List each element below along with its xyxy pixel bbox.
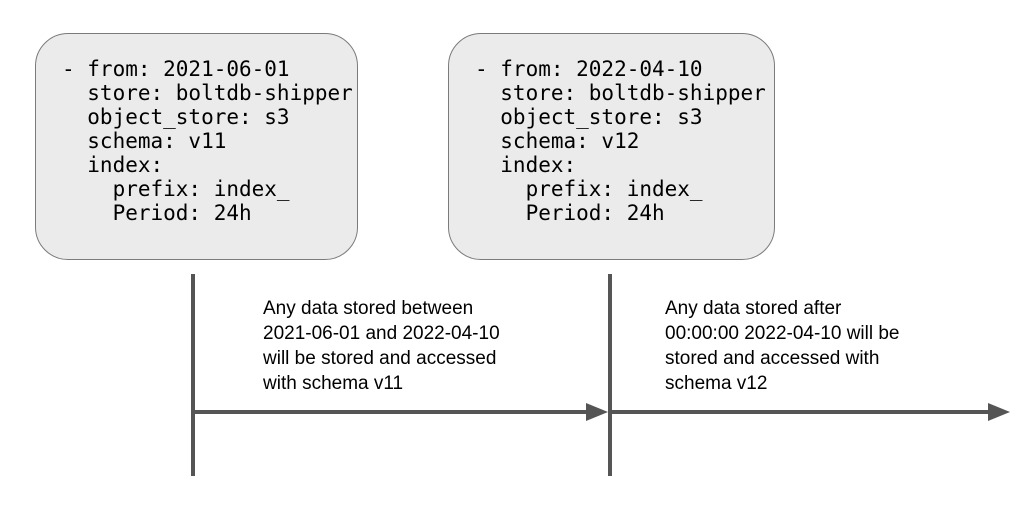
annotation-v12: Any data stored after 00:00:00 2022-04-1…: [665, 298, 900, 394]
timeline-tick-2021-06-01: [191, 274, 195, 476]
arrowhead-right-icon: [988, 403, 1010, 421]
timeline-segment-v11: [193, 410, 586, 414]
config-box-v11: - from: 2021-06-01 store: boltdb-shipper…: [35, 33, 358, 260]
timeline-tick-2022-04-10: [608, 274, 612, 476]
annotation-v11: Any data stored between 2021-06-01 and 2…: [263, 298, 500, 394]
arrowhead-right-icon: [586, 403, 608, 421]
code-block-v12: - from: 2022-04-10 store: boltdb-shipper…: [475, 57, 766, 225]
config-box-v12: - from: 2022-04-10 store: boltdb-shipper…: [448, 33, 775, 260]
code-block-v11: - from: 2021-06-01 store: boltdb-shipper…: [62, 57, 353, 225]
timeline-segment-v12: [610, 410, 988, 414]
